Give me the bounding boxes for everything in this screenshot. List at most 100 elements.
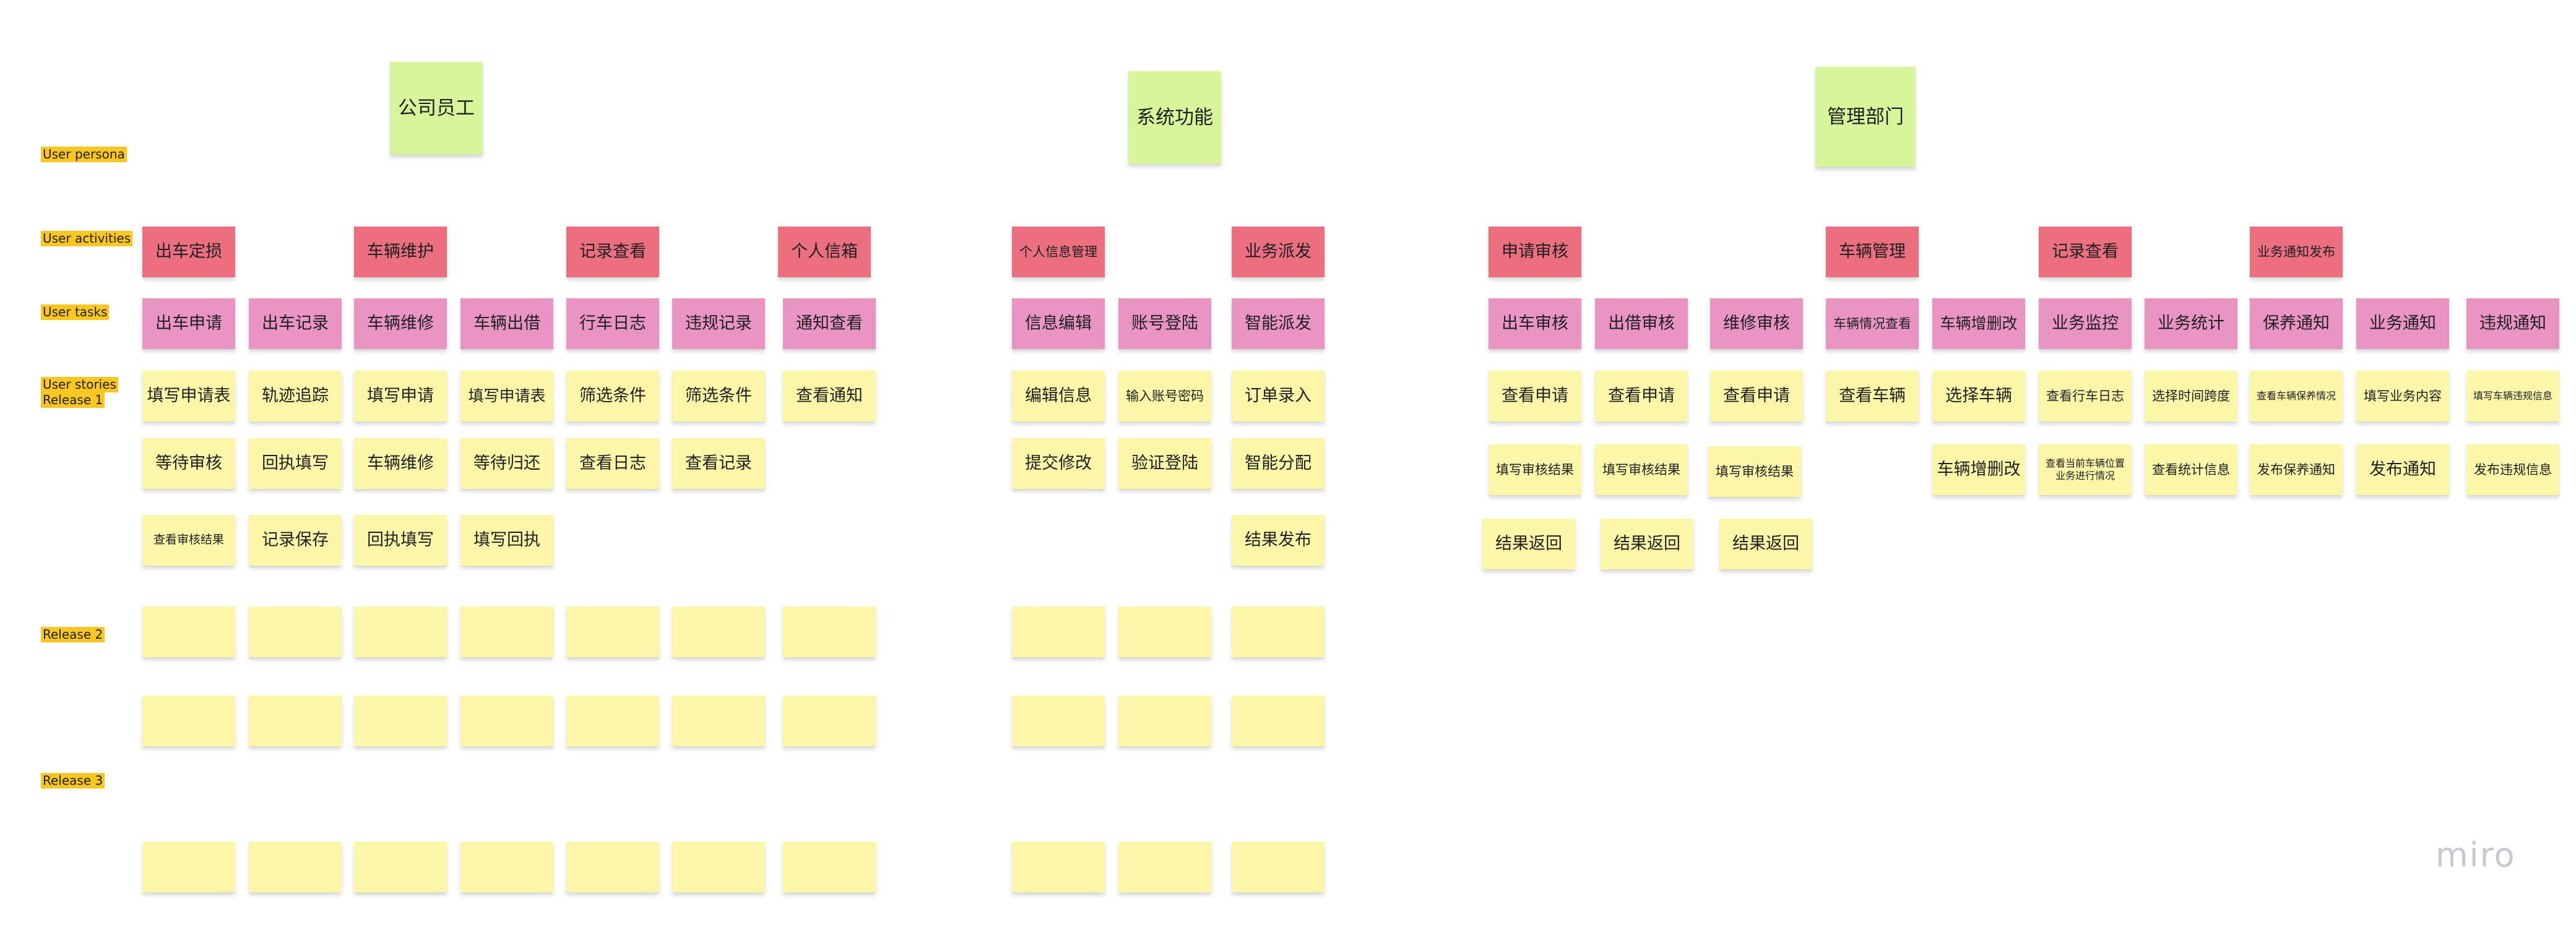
activity-note[interactable]: 业务派发 [1232, 227, 1325, 277]
blank-story-note[interactable] [460, 842, 553, 892]
blank-story-note[interactable] [1012, 607, 1105, 657]
task-note[interactable]: 行车日志 [566, 298, 659, 349]
blank-story-note[interactable] [1232, 696, 1325, 746]
activity-note[interactable]: 记录查看 [566, 227, 659, 277]
blank-story-note[interactable] [1118, 842, 1211, 892]
task-note[interactable]: 信息编辑 [1012, 298, 1105, 349]
blank-story-note[interactable] [354, 607, 447, 657]
blank-story-note[interactable] [354, 696, 447, 746]
task-note[interactable]: 业务监控 [2039, 298, 2132, 349]
blank-story-note[interactable] [783, 696, 876, 746]
story-note[interactable]: 填写审核结果 [1708, 446, 1801, 497]
story-note[interactable]: 结果发布 [1232, 515, 1325, 566]
blank-story-note[interactable] [1232, 842, 1325, 892]
story-note[interactable]: 查看日志 [566, 438, 659, 489]
story-note[interactable]: 填写回执 [460, 515, 553, 566]
story-note[interactable]: 回执填写 [249, 438, 342, 489]
activity-note[interactable]: 个人信箱 [778, 227, 871, 277]
blank-story-note[interactable] [142, 607, 235, 657]
blank-story-note[interactable] [460, 607, 553, 657]
story-note[interactable]: 查看车辆 [1826, 371, 1919, 421]
task-note[interactable]: 出车申请 [142, 298, 235, 349]
blank-story-note[interactable] [1012, 696, 1105, 746]
blank-story-note[interactable] [783, 842, 876, 892]
story-note[interactable]: 查看统计信息 [2145, 444, 2237, 495]
story-note[interactable]: 轨迹追踪 [249, 371, 342, 421]
task-note[interactable]: 车辆增删改 [1932, 298, 2025, 349]
blank-story-note[interactable] [672, 842, 765, 892]
story-note[interactable]: 智能分配 [1232, 438, 1325, 489]
story-note[interactable]: 选择车辆 [1932, 371, 2025, 421]
story-note[interactable]: 提交修改 [1012, 438, 1105, 489]
blank-story-note[interactable] [249, 842, 342, 892]
story-note[interactable]: 编辑信息 [1012, 371, 1105, 421]
blank-story-note[interactable] [672, 696, 765, 746]
story-note[interactable]: 车辆增删改 [1932, 444, 2025, 495]
task-note[interactable]: 违规通知 [2466, 298, 2559, 349]
task-note[interactable]: 车辆维修 [354, 298, 447, 349]
task-note[interactable]: 车辆出借 [460, 298, 553, 349]
persona-note-employee[interactable]: 公司员工 [390, 62, 483, 155]
task-note[interactable]: 出借审核 [1595, 298, 1688, 349]
activity-note[interactable]: 记录查看 [2039, 227, 2132, 277]
story-note[interactable]: 查看审核结果 [142, 515, 235, 566]
story-note[interactable]: 输入账号密码 [1118, 371, 1211, 421]
task-note[interactable]: 通知查看 [783, 298, 876, 349]
task-note[interactable]: 车辆情况查看 [1826, 298, 1919, 349]
story-note[interactable]: 填写申请表 [142, 371, 235, 421]
story-note[interactable]: 等待审核 [142, 438, 235, 489]
task-note[interactable]: 维修审核 [1710, 298, 1803, 349]
story-note[interactable]: 选择时间跨度 [2145, 371, 2237, 421]
task-note[interactable]: 智能派发 [1232, 298, 1325, 349]
blank-story-note[interactable] [1232, 607, 1325, 657]
blank-story-note[interactable] [249, 696, 342, 746]
story-note[interactable]: 结果返回 [1482, 519, 1575, 569]
blank-story-note[interactable] [566, 696, 659, 746]
story-note[interactable]: 查看通知 [783, 371, 876, 421]
story-note[interactable]: 筛选条件 [566, 371, 659, 421]
task-note[interactable]: 业务统计 [2145, 298, 2237, 349]
story-note[interactable]: 回执填写 [354, 515, 447, 566]
blank-story-note[interactable] [249, 607, 342, 657]
story-note[interactable]: 填写申请表 [460, 371, 553, 421]
task-note[interactable]: 账号登陆 [1118, 298, 1211, 349]
task-note[interactable]: 保养通知 [2250, 298, 2343, 349]
story-note[interactable]: 筛选条件 [672, 371, 765, 421]
story-note[interactable]: 查看申请 [1489, 371, 1581, 421]
story-note[interactable]: 验证登陆 [1118, 438, 1211, 489]
story-note[interactable]: 填写审核结果 [1595, 444, 1688, 495]
task-note[interactable]: 违规记录 [672, 298, 765, 349]
story-note[interactable]: 填写审核结果 [1489, 444, 1581, 495]
blank-story-note[interactable] [142, 842, 235, 892]
blank-story-note[interactable] [672, 607, 765, 657]
persona-note-system[interactable]: 系统功能 [1128, 71, 1221, 164]
story-note[interactable]: 查看行车日志 [2039, 371, 2132, 421]
story-note[interactable]: 结果返回 [1601, 519, 1693, 569]
story-note[interactable]: 查看申请 [1595, 371, 1688, 421]
story-note[interactable]: 等待归还 [460, 438, 553, 489]
task-note[interactable]: 出车审核 [1489, 298, 1581, 349]
story-note[interactable]: 填写业务内容 [2356, 371, 2449, 421]
activity-note[interactable]: 申请审核 [1489, 227, 1581, 277]
persona-note-management[interactable]: 管理部门 [1815, 67, 1916, 167]
blank-story-note[interactable] [783, 607, 876, 657]
story-note[interactable]: 发布违规信息 [2466, 444, 2559, 495]
story-note[interactable]: 结果返回 [1719, 519, 1812, 569]
activity-note[interactable]: 业务通知发布 [2250, 227, 2343, 277]
story-note[interactable]: 查看记录 [672, 438, 765, 489]
story-note[interactable]: 填写车辆违规信息 [2466, 371, 2559, 421]
blank-story-note[interactable] [1118, 607, 1211, 657]
story-note[interactable]: 发布保养通知 [2250, 444, 2343, 495]
activity-note[interactable]: 车辆维护 [354, 227, 447, 277]
story-note[interactable]: 车辆维修 [354, 438, 447, 489]
story-note[interactable]: 订单录入 [1232, 371, 1325, 421]
story-note[interactable]: 填写申请 [354, 371, 447, 421]
blank-story-note[interactable] [142, 696, 235, 746]
story-note[interactable]: 查看当前车辆位置业务进行情况 [2039, 444, 2132, 495]
story-note[interactable]: 查看车辆保养情况 [2250, 371, 2343, 421]
task-note[interactable]: 出车记录 [249, 298, 342, 349]
blank-story-note[interactable] [566, 607, 659, 657]
blank-story-note[interactable] [460, 696, 553, 746]
story-note[interactable]: 记录保存 [249, 515, 342, 566]
activity-note[interactable]: 个人信息管理 [1012, 227, 1105, 277]
